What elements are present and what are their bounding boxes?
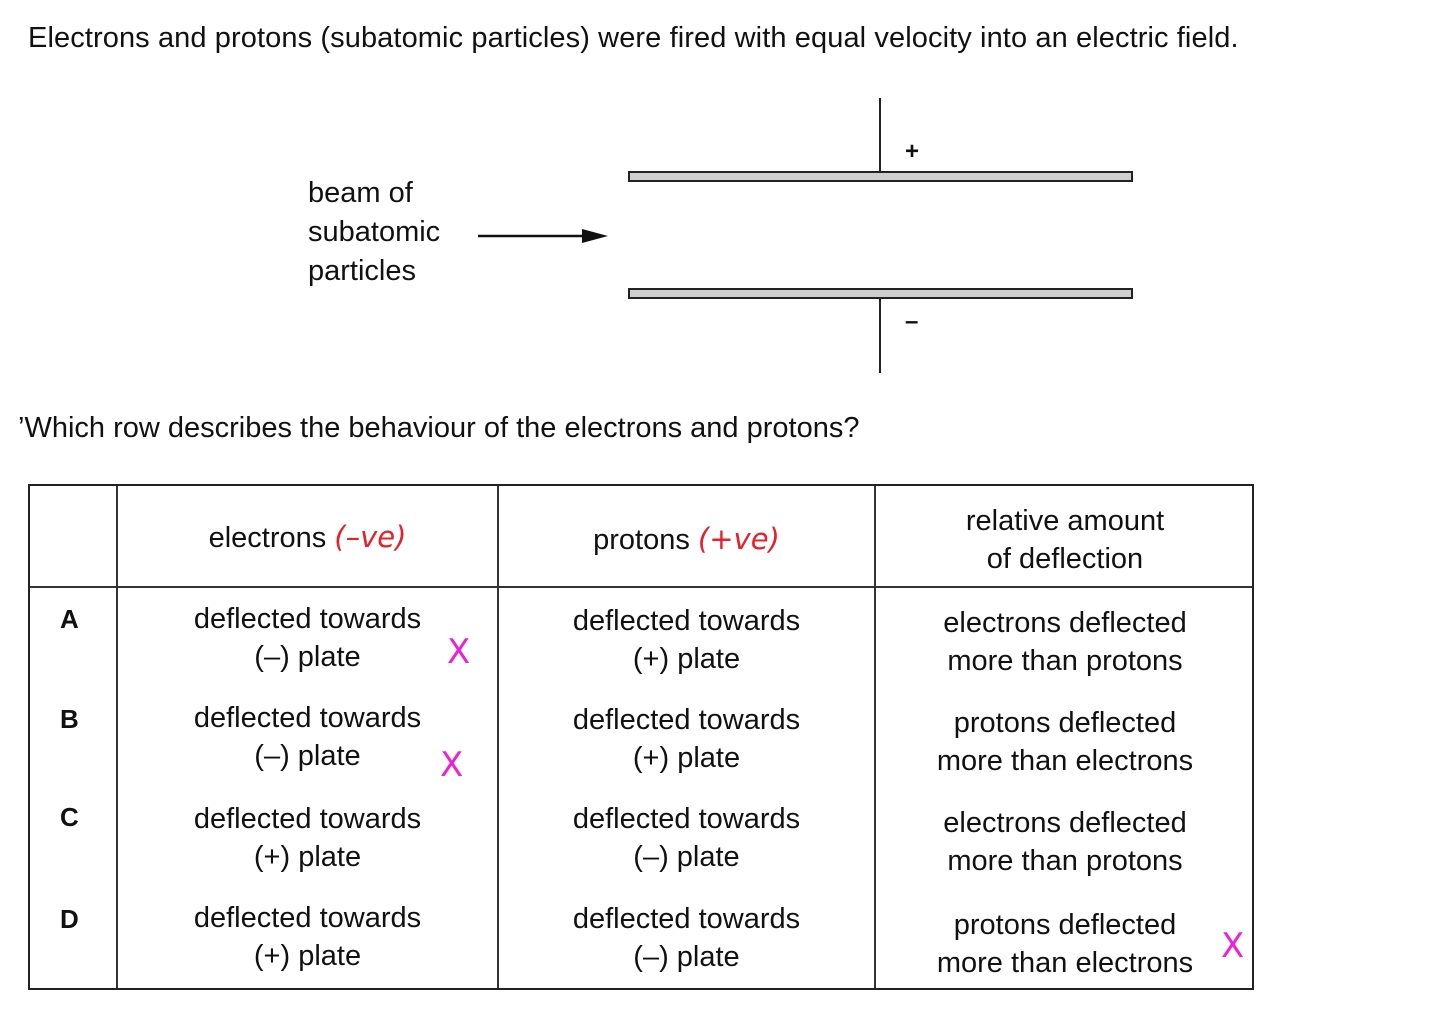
beam-arrow-icon — [478, 229, 608, 243]
row-c-electrons: deflected towards (+) plate — [118, 800, 497, 876]
row-label-d: D — [60, 904, 79, 934]
cell-text-line: (+) plate — [632, 643, 741, 675]
cell-text-line: deflected towards — [572, 605, 801, 637]
electrons-charge-annotation: (–ve) — [334, 520, 407, 554]
cell-text-line: (–) plate — [254, 740, 361, 772]
row-d-electrons: deflected towards (+) plate — [118, 899, 497, 975]
question-intro: Electrons and protons (subatomic particl… — [28, 22, 1239, 54]
header-electrons-label: electrons — [208, 522, 327, 554]
cell-text-line: (–) plate — [633, 941, 740, 973]
row-label-b: B — [60, 704, 79, 734]
cell-text-line: (+) plate — [253, 841, 362, 873]
cross-mark-row-b: X — [440, 745, 464, 785]
cell-text-line: more than electrons — [936, 947, 1194, 979]
row-a-electrons: deflected towards (–) plate — [118, 600, 497, 676]
cell-text-line: deflected towards — [193, 803, 422, 835]
row-b-deflection: protons deflected more than electrons — [876, 704, 1254, 780]
row-d-protons: deflected towards (–) plate — [499, 900, 874, 976]
cell-text-line: more than electrons — [936, 745, 1194, 777]
table-divider — [874, 486, 876, 988]
positive-plate-lead — [879, 98, 881, 172]
cell-text-line: deflected towards — [193, 603, 422, 635]
cross-mark-row-a: X — [447, 632, 471, 672]
cell-text-line: deflected towards — [572, 903, 801, 935]
header-protons: protons (+ve) — [499, 520, 874, 559]
row-c-protons: deflected towards (–) plate — [499, 800, 874, 876]
beam-label-line-3: particles — [308, 255, 416, 287]
beam-label-line-1: beam of — [308, 177, 413, 209]
table-divider — [497, 486, 499, 988]
minus-sign: – — [905, 308, 919, 335]
cell-text-line: deflected towards — [193, 702, 422, 734]
row-a-deflection: electrons deflected more than protons — [876, 604, 1254, 680]
cell-text-line: deflected towards — [572, 704, 801, 736]
header-electrons: electrons (–ve) — [118, 518, 497, 557]
cell-text-line: electrons deflected — [943, 807, 1187, 839]
negative-plate-lead — [879, 299, 881, 373]
row-label-c: C — [60, 802, 79, 832]
cell-text-line: more than protons — [947, 645, 1183, 677]
cell-text-line: (–) plate — [254, 641, 361, 673]
row-a-protons: deflected towards (+) plate — [499, 602, 874, 678]
cell-text-line: deflected towards — [572, 803, 801, 835]
row-b-electrons: deflected towards (–) plate — [118, 699, 497, 775]
cell-text-line: protons deflected — [953, 707, 1177, 739]
row-label-a: A — [60, 604, 79, 634]
cell-text-line: electrons deflected — [943, 607, 1187, 639]
cell-text-line: (+) plate — [632, 742, 741, 774]
header-deflection-line-2: of deflection — [986, 543, 1144, 575]
table-divider — [116, 486, 118, 988]
row-c-deflection: electrons deflected more than protons — [876, 804, 1254, 880]
positive-plate — [628, 171, 1133, 182]
negative-plate — [628, 288, 1133, 299]
header-divider — [30, 586, 1252, 588]
cell-text-line: (+) plate — [253, 940, 362, 972]
beam-label-line-2: subatomic — [308, 216, 441, 248]
cell-text-line: more than protons — [947, 845, 1183, 877]
beam-label: beam of subatomic particles — [308, 174, 440, 291]
cell-text-line: protons deflected — [953, 909, 1177, 941]
header-protons-label: protons — [593, 524, 690, 556]
answer-table: electrons (–ve) protons (+ve) relative a… — [28, 484, 1254, 990]
cell-text-line: deflected towards — [193, 902, 422, 934]
row-d-deflection: protons deflected more than electrons — [876, 906, 1254, 982]
protons-charge-annotation: (+ve) — [697, 522, 780, 556]
plus-sign: + — [905, 138, 920, 165]
question-prompt: ’Which row describes the behaviour of th… — [18, 412, 860, 444]
cross-mark-row-d: X — [1221, 926, 1245, 966]
row-b-protons: deflected towards (+) plate — [499, 701, 874, 777]
header-deflection-line-1: relative amount — [965, 505, 1165, 537]
cell-text-line: (–) plate — [633, 841, 740, 873]
header-deflection: relative amount of deflection — [876, 502, 1254, 578]
